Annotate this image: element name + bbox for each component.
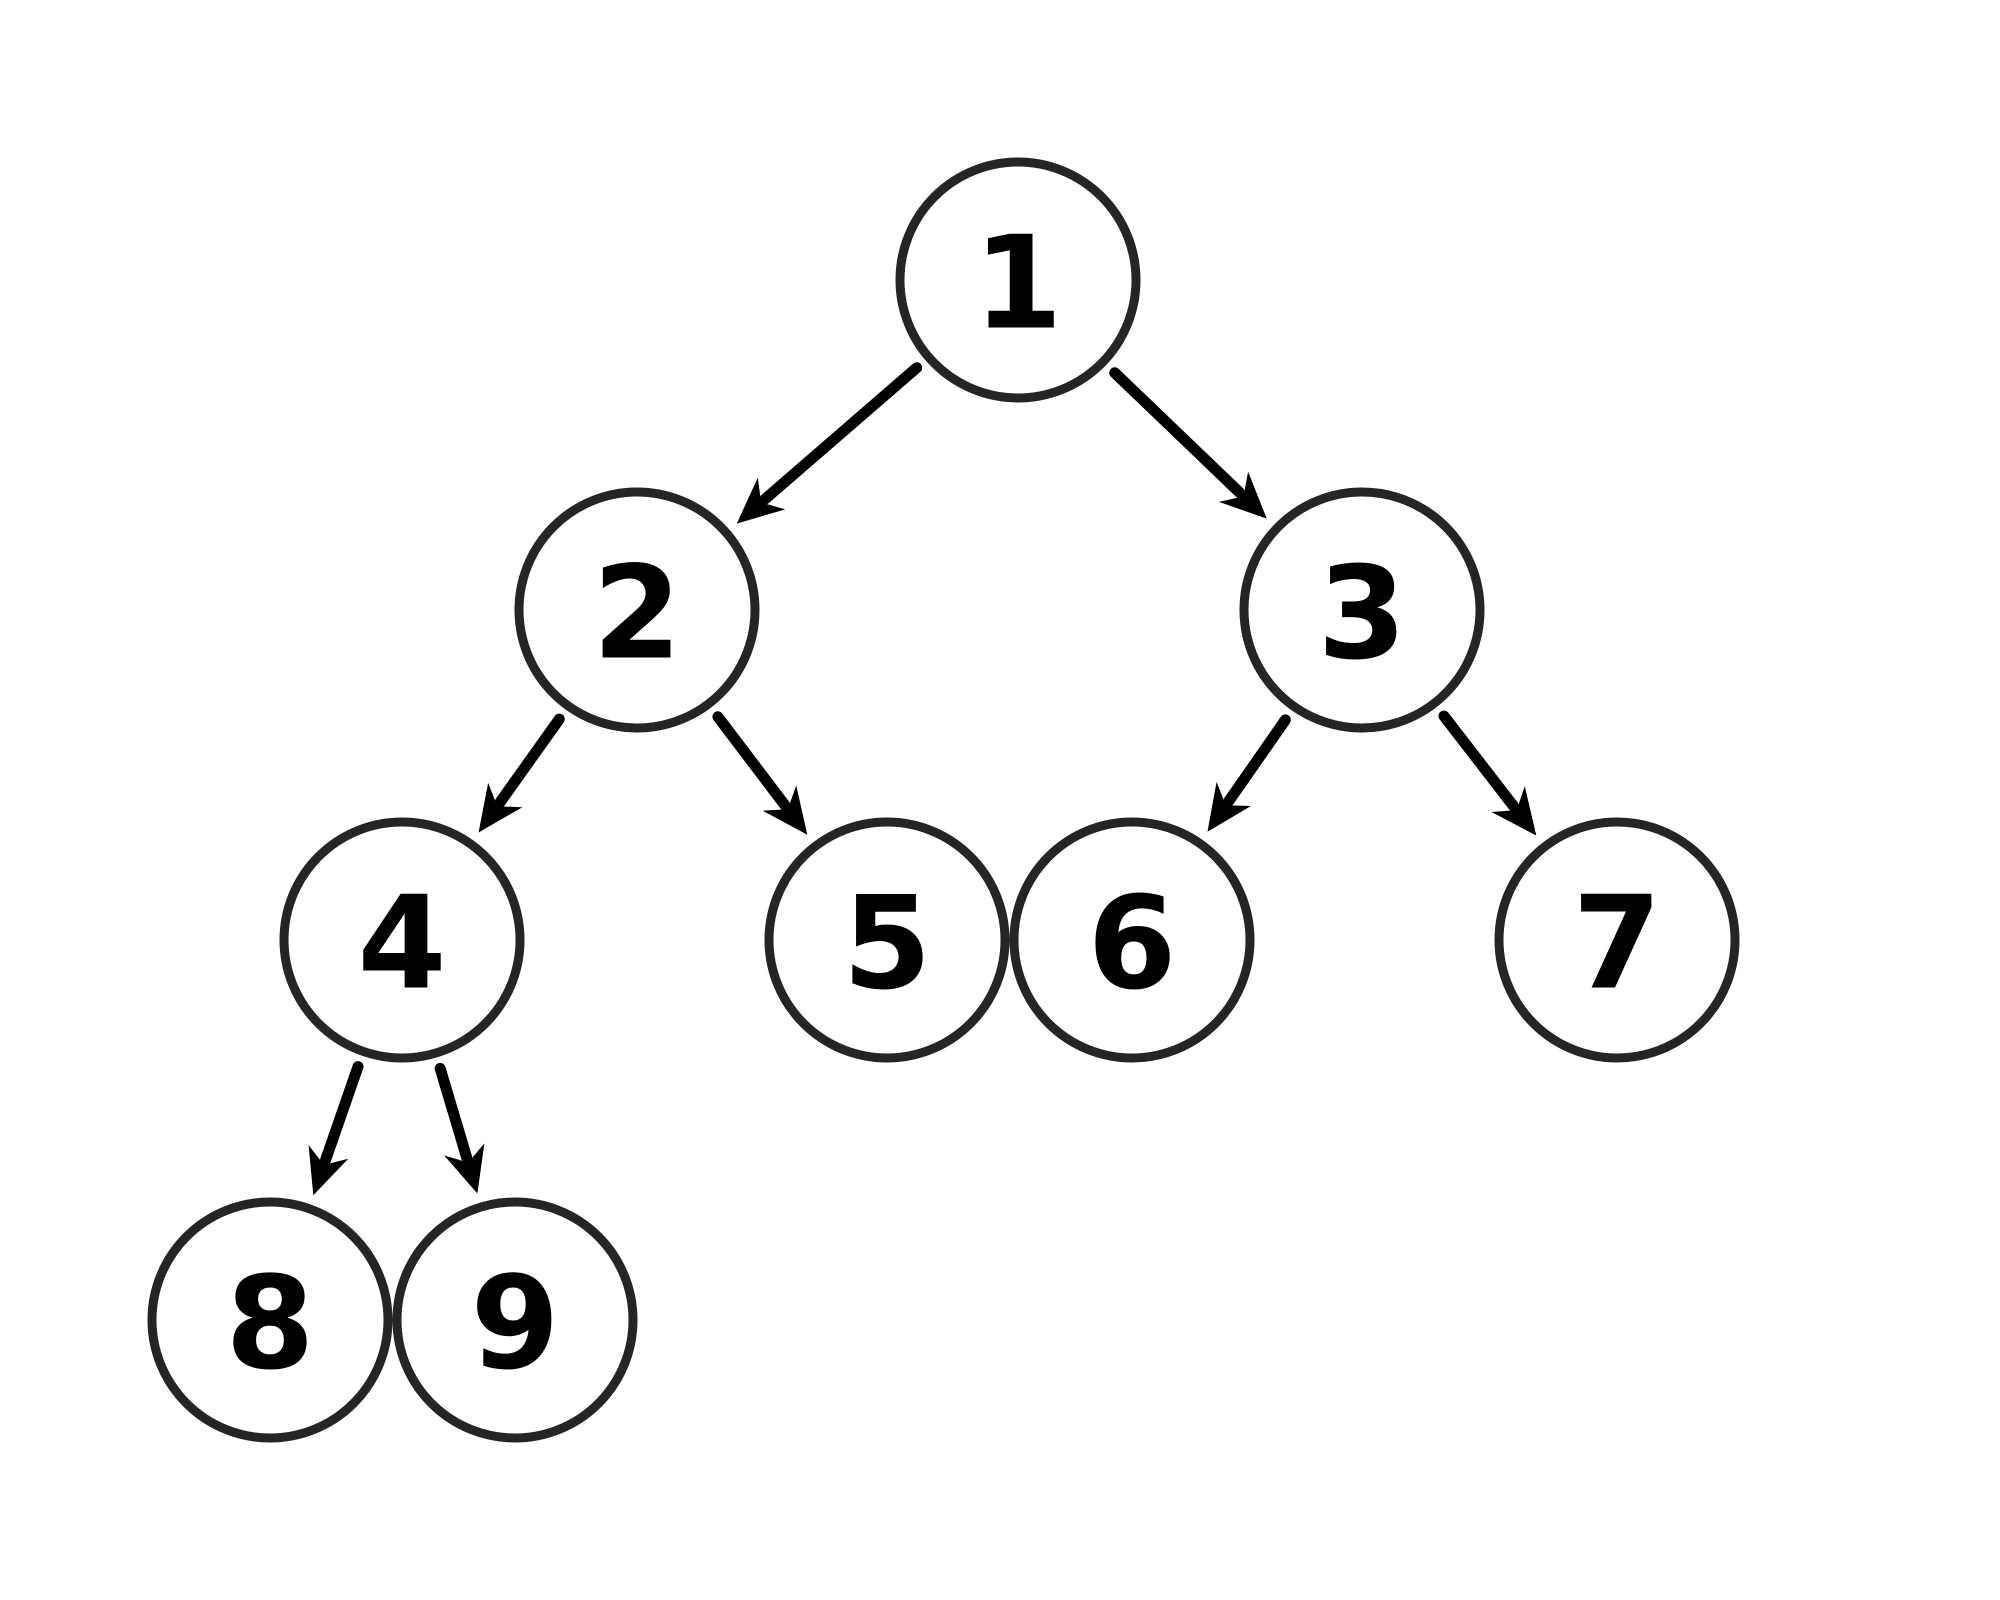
node-circle-4[interactable] [279, 817, 525, 1063]
edge-arrowhead-2-to-5 [762, 785, 808, 835]
edge-arrowhead-3-to-7 [1491, 786, 1537, 836]
node-circle-7[interactable] [1494, 817, 1740, 1063]
edge-arrowhead-4-to-8 [308, 1144, 349, 1196]
node-circle-2[interactable] [514, 487, 760, 733]
node-circle-5[interactable] [764, 817, 1010, 1063]
edges-layer [308, 362, 1537, 1196]
node-label-2: 2 [592, 540, 681, 689]
tree-node-4[interactable]: 4 [279, 817, 525, 1063]
edge-line-2-to-5 [712, 711, 791, 811]
node-label-1: 1 [973, 210, 1062, 359]
node-circle-1[interactable] [895, 157, 1141, 403]
node-label-8: 8 [225, 1250, 314, 1399]
node-label-5: 5 [842, 870, 931, 1019]
edge-arrowhead-1-to-2 [736, 477, 786, 524]
tree-node-8[interactable]: 8 [147, 1197, 393, 1443]
edge-arrowhead-1-to-3 [1219, 471, 1267, 519]
edge-arrowhead-3-to-6 [1207, 781, 1252, 832]
edge-line-1-to-2 [759, 362, 923, 505]
tree-node-1[interactable]: 1 [895, 157, 1141, 403]
edge-line-3-to-6 [1223, 714, 1291, 807]
node-label-6: 6 [1087, 870, 1176, 1019]
edge-line-2-to-4 [494, 713, 565, 808]
edge-line-4-to-9 [434, 1062, 473, 1163]
tree-node-3[interactable]: 3 [1239, 487, 1485, 733]
node-label-9: 9 [470, 1250, 559, 1399]
node-circle-3[interactable] [1239, 487, 1485, 733]
node-circle-6[interactable] [1009, 817, 1255, 1063]
node-label-4: 4 [357, 870, 446, 1019]
node-label-3: 3 [1317, 540, 1406, 689]
edge-arrowhead-2-to-4 [478, 782, 523, 833]
nodes-layer: 1 2 3 4 5 6 7 8 9 [147, 157, 1740, 1443]
node-circle-9[interactable] [392, 1197, 638, 1443]
tree-node-9[interactable]: 9 [392, 1197, 638, 1443]
edge-line-1-to-3 [1109, 367, 1246, 499]
tree-node-7[interactable]: 7 [1494, 817, 1740, 1063]
node-label-7: 7 [1572, 870, 1661, 1019]
tree-node-2[interactable]: 2 [514, 487, 760, 733]
edge-line-4-to-8 [320, 1061, 364, 1166]
tree-node-5[interactable]: 5 [764, 817, 1010, 1063]
tree-node-6[interactable]: 6 [1009, 817, 1255, 1063]
edge-line-3-to-7 [1438, 710, 1519, 812]
edge-arrowhead-4-to-9 [444, 1143, 485, 1194]
node-circle-8[interactable] [147, 1197, 393, 1443]
